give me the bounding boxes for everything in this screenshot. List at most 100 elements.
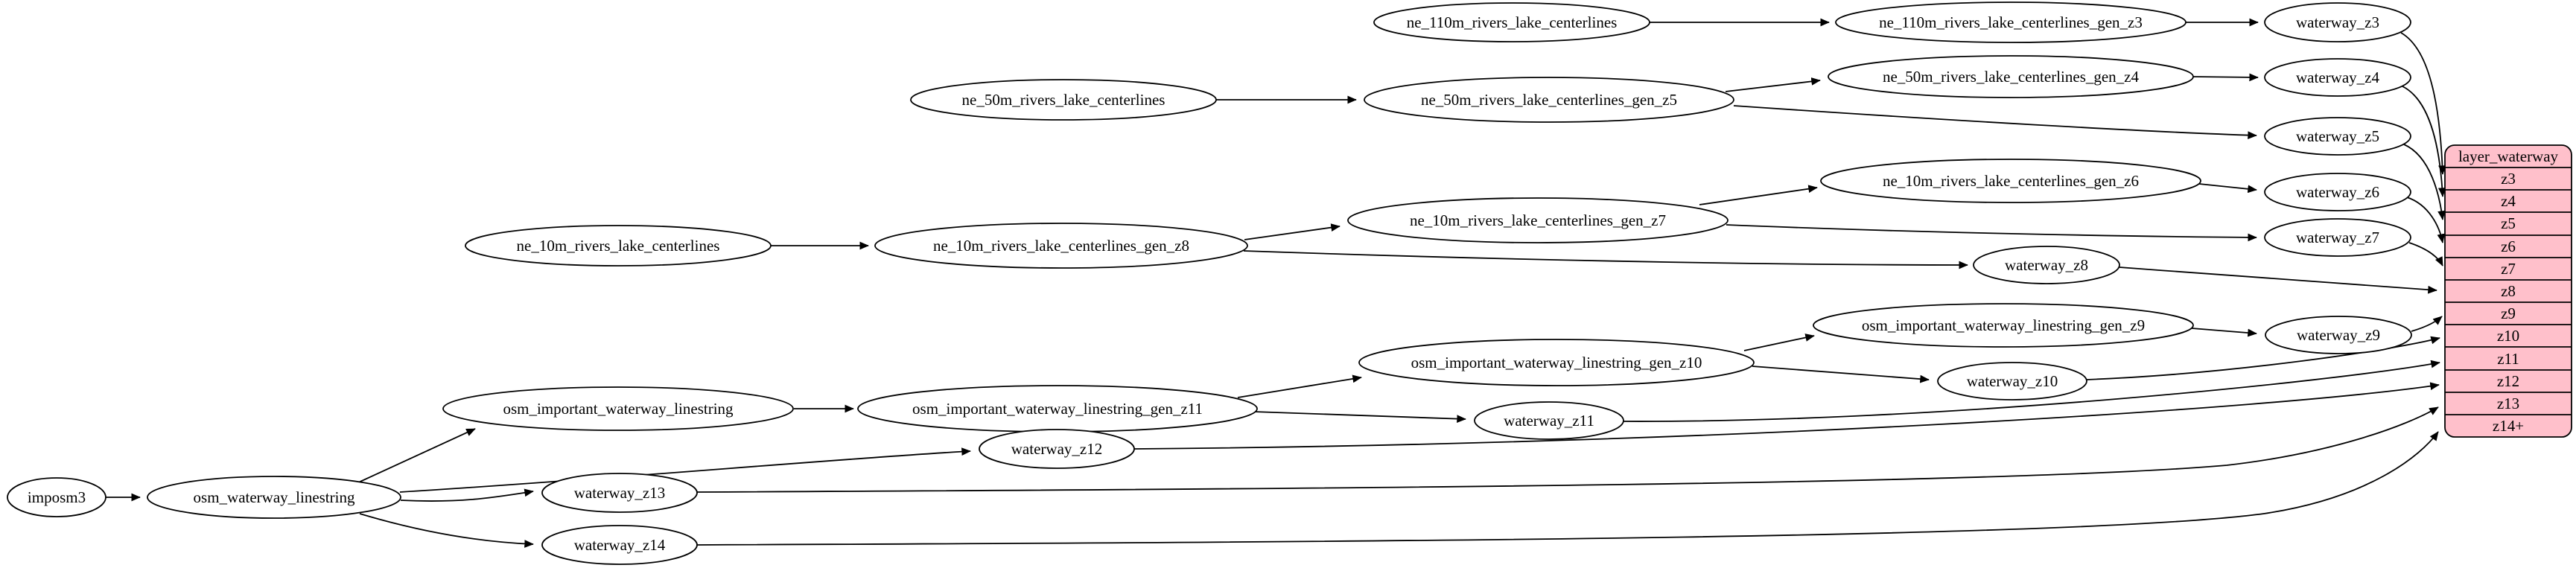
svg-text:osm_important_waterway_linestr: osm_important_waterway_linestring bbox=[503, 400, 734, 418]
node-waterway_z5: waterway_z5 bbox=[2264, 117, 2411, 156]
edge-waterway_z11-to-row-z11 bbox=[1623, 360, 2440, 422]
edge-osm_important_waterway_linestring_gen_z9-to-waterway_z9 bbox=[2191, 328, 2257, 337]
edge-waterway_z5-to-row-z5 bbox=[2403, 144, 2446, 220]
svg-text:ne_110m_rivers_lake_centerline: ne_110m_rivers_lake_centerlines_gen_z3 bbox=[1879, 13, 2143, 31]
table-row-z14: z14+ bbox=[2493, 417, 2524, 435]
table-row-z11: z11 bbox=[2497, 350, 2519, 368]
node-waterway_z6: waterway_z6 bbox=[2264, 173, 2411, 211]
table-row-z5: z5 bbox=[2501, 214, 2516, 232]
edge-osm_waterway_linestring-to-osm_important_waterway_linestring bbox=[354, 428, 476, 485]
svg-text:ne_50m_rivers_lake_centerlines: ne_50m_rivers_lake_centerlines_gen_z4 bbox=[1883, 68, 2140, 86]
node-osm_important_waterway_linestring_gen_z11: osm_important_waterway_linestring_gen_z1… bbox=[857, 385, 1258, 433]
svg-text:ne_10m_rivers_lake_centerlines: ne_10m_rivers_lake_centerlines_gen_z6 bbox=[1883, 172, 2139, 190]
edge-osm_important_waterway_linestring_gen_z10-to-waterway_z10 bbox=[1752, 366, 1930, 383]
svg-text:ne_50m_rivers_lake_centerlines: ne_50m_rivers_lake_centerlines_gen_z5 bbox=[1421, 91, 1677, 109]
node-waterway_z4: waterway_z4 bbox=[2264, 58, 2411, 97]
svg-text:ne_10m_rivers_lake_centerlines: ne_10m_rivers_lake_centerlines_gen_z8 bbox=[933, 237, 1189, 255]
table-row-z7: z7 bbox=[2501, 260, 2516, 278]
svg-text:waterway_z11: waterway_z11 bbox=[1504, 412, 1594, 430]
node-ne_50m_rivers_lake_centerlines_gen_z5: ne_50m_rivers_lake_centerlines_gen_z5 bbox=[1364, 77, 1734, 123]
svg-text:waterway_z8: waterway_z8 bbox=[2005, 256, 2088, 274]
svg-text:waterway_z12: waterway_z12 bbox=[1011, 440, 1102, 458]
edge-osm_waterway_linestring-to-waterway_z14 bbox=[359, 513, 534, 548]
table-row-z10: z10 bbox=[2497, 327, 2519, 345]
svg-text:osm_important_waterway_linestr: osm_important_waterway_linestring_gen_z1… bbox=[912, 400, 1203, 418]
node-ne_10m_rivers_lake_centerlines_gen_z7: ne_10m_rivers_lake_centerlines_gen_z7 bbox=[1347, 197, 1729, 243]
edge-waterway_z4-to-row-z4 bbox=[2402, 86, 2446, 197]
layer-waterway-table-frame bbox=[2444, 144, 2572, 438]
svg-text:imposm3: imposm3 bbox=[28, 488, 86, 506]
node-ne_110m_rivers_lake_centerlines_gen_z3: ne_110m_rivers_lake_centerlines_gen_z3 bbox=[1835, 1, 2187, 43]
svg-text:waterway_z3: waterway_z3 bbox=[2296, 13, 2379, 31]
edge-waterway_z6-to-row-z6 bbox=[2406, 197, 2446, 243]
node-waterway_z13: waterway_z13 bbox=[541, 473, 698, 513]
edge-osm_important_waterway_linestring_gen_z10-to-osm_important_waterway_linestring_gen_z9 bbox=[1743, 334, 1815, 351]
edge-waterway_z14-to-row-z14 bbox=[696, 431, 2439, 546]
edge-waterway_z7-to-row-z7 bbox=[2408, 242, 2443, 267]
svg-text:ne_10m_rivers_lake_centerlines: ne_10m_rivers_lake_centerlines bbox=[517, 237, 720, 255]
node-ne_50m_rivers_lake_centerlines: ne_50m_rivers_lake_centerlines bbox=[910, 79, 1217, 121]
edge-waterway_z3-to-row-z3 bbox=[2400, 32, 2446, 175]
node-waterway_z12: waterway_z12 bbox=[979, 429, 1135, 469]
table-row-z3: z3 bbox=[2501, 170, 2516, 188]
node-ne_110m_rivers_lake_centerlines: ne_110m_rivers_lake_centerlines bbox=[1373, 2, 1650, 42]
edge-osm_waterway_linestring-to-waterway_z13 bbox=[400, 488, 534, 502]
svg-text:waterway_z5: waterway_z5 bbox=[2296, 127, 2379, 145]
edge-waterway_z13-to-row-z13 bbox=[696, 406, 2439, 493]
node-waterway_z11: waterway_z11 bbox=[1474, 401, 1624, 440]
table-row-z6: z6 bbox=[2501, 237, 2516, 255]
node-waterway_z3: waterway_z3 bbox=[2264, 2, 2411, 42]
edge-ne_10m_rivers_lake_centerlines_gen_z7-to-ne_10m_rivers_lake_centerlines_gen_z6 bbox=[1699, 185, 1818, 205]
edge-ne_10m_rivers_lake_centerlines_gen_z7-to-waterway_z7 bbox=[1726, 224, 2257, 242]
edges bbox=[106, 18, 2446, 548]
svg-text:waterway_z13: waterway_z13 bbox=[574, 484, 665, 502]
node-waterway_z14: waterway_z14 bbox=[541, 525, 698, 565]
node-osm_waterway_linestring: osm_waterway_linestring bbox=[147, 476, 401, 519]
svg-text:osm_important_waterway_linestr: osm_important_waterway_linestring_gen_z9 bbox=[1862, 316, 2145, 334]
table-row-z8: z8 bbox=[2501, 282, 2516, 300]
svg-text:ne_50m_rivers_lake_centerlines: ne_50m_rivers_lake_centerlines bbox=[962, 91, 1165, 109]
svg-text:ne_10m_rivers_lake_centerlines: ne_10m_rivers_lake_centerlines_gen_z7 bbox=[1410, 211, 1666, 229]
svg-text:waterway_z10: waterway_z10 bbox=[1967, 372, 2058, 390]
edge-ne_50m_rivers_lake_centerlines_gen_z5-to-ne_50m_rivers_lake_centerlines_gen_z4 bbox=[1725, 77, 1821, 92]
node-ne_10m_rivers_lake_centerlines_gen_z8: ne_10m_rivers_lake_centerlines_gen_z8 bbox=[874, 223, 1248, 269]
edge-waterway_z12-to-row-z12 bbox=[1133, 382, 2440, 450]
node-waterway_z9: waterway_z9 bbox=[2265, 316, 2412, 354]
edge-osm_important_waterway_linestring_gen_z11-to-osm_important_waterway_linestring_gen_z10 bbox=[1237, 374, 1362, 398]
svg-text:waterway_z14: waterway_z14 bbox=[574, 536, 666, 554]
svg-text:osm_important_waterway_linestr: osm_important_waterway_linestring_gen_z1… bbox=[1411, 354, 1702, 371]
svg-text:waterway_z7: waterway_z7 bbox=[2296, 229, 2379, 246]
node-waterway_z8: waterway_z8 bbox=[1973, 246, 2120, 284]
nodes: imposm3 osm_waterway_linestring osm_impo… bbox=[7, 1, 2412, 565]
edge-ne_10m_rivers_lake_centerlines_gen_z8-to-waterway_z8 bbox=[1243, 250, 1968, 269]
table-row-z4: z4 bbox=[2501, 192, 2516, 210]
layer-waterway-table: layer_waterway z3 z4 z5 z6 z7 z8 z9 z10 … bbox=[2444, 144, 2572, 438]
node-ne_50m_rivers_lake_centerlines_gen_z4: ne_50m_rivers_lake_centerlines_gen_z4 bbox=[1828, 55, 2194, 98]
svg-text:osm_waterway_linestring: osm_waterway_linestring bbox=[194, 488, 355, 506]
node-osm_important_waterway_linestring: osm_important_waterway_linestring bbox=[442, 386, 794, 431]
edge-osm_important_waterway_linestring_gen_z11-to-waterway_z11 bbox=[1253, 411, 1466, 423]
node-imposm3: imposm3 bbox=[7, 477, 106, 517]
edge-waterway_z9-to-row-z9 bbox=[2411, 316, 2443, 332]
edge-waterway_z10-to-row-z10 bbox=[2086, 336, 2440, 380]
edge-osm_waterway_linestring-to-waterway_z12 bbox=[399, 447, 971, 493]
edge-ne_50m_rivers_lake_centerlines_gen_z5-to-waterway_z5 bbox=[1733, 105, 2257, 140]
edge-ne_10m_rivers_lake_centerlines_gen_z8-to-ne_10m_rivers_lake_centerlines_gen_z7 bbox=[1244, 223, 1341, 240]
table-row-z13: z13 bbox=[2497, 395, 2519, 412]
node-ne_10m_rivers_lake_centerlines_gen_z6: ne_10m_rivers_lake_centerlines_gen_z6 bbox=[1820, 159, 2201, 203]
node-osm_important_waterway_linestring_gen_z10: osm_important_waterway_linestring_gen_z1… bbox=[1358, 339, 1755, 386]
svg-text:waterway_z4: waterway_z4 bbox=[2296, 68, 2379, 86]
table-row-z12: z12 bbox=[2497, 372, 2519, 390]
node-waterway_z10: waterway_z10 bbox=[1937, 362, 2087, 401]
table-row-z9: z9 bbox=[2501, 304, 2516, 322]
svg-text:waterway_z6: waterway_z6 bbox=[2296, 183, 2379, 201]
layer-waterway-table-title: layer_waterway bbox=[2458, 147, 2559, 165]
edge-ne_10m_rivers_lake_centerlines_gen_z6-to-waterway_z6 bbox=[2198, 183, 2257, 194]
svg-text:waterway_z9: waterway_z9 bbox=[2297, 326, 2380, 344]
edge-waterway_z8-to-row-z8 bbox=[2119, 267, 2437, 294]
node-waterway_z7: waterway_z7 bbox=[2264, 218, 2411, 257]
svg-text:ne_110m_rivers_lake_centerline: ne_110m_rivers_lake_centerlines bbox=[1407, 13, 1618, 31]
node-osm_important_waterway_linestring_gen_z9: osm_important_waterway_linestring_gen_z9 bbox=[1813, 303, 2194, 348]
